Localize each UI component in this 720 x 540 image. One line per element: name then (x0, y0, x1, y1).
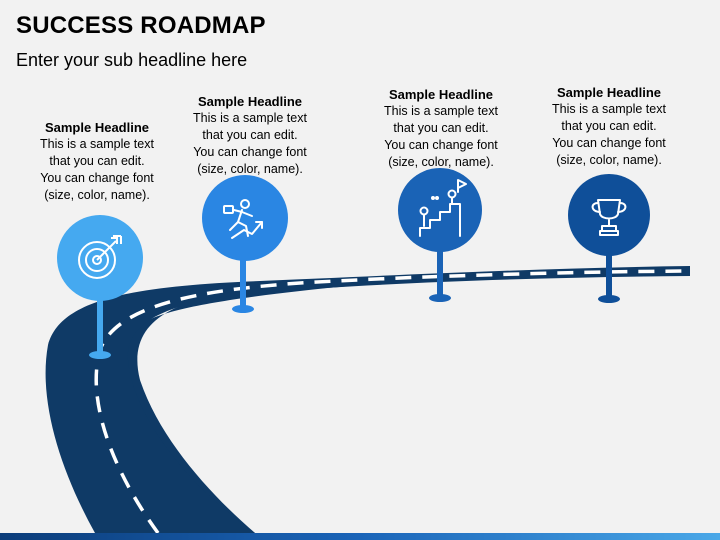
milestone-headline: Sample Headline (556, 85, 662, 100)
milestone-text-2: Sample Headline This is a sample text th… (175, 93, 325, 178)
milestone-headline: Sample Headline (388, 87, 494, 102)
milestone-headline: Sample Headline (197, 94, 303, 109)
milestone-text-3: Sample Headline This is a sample text th… (366, 86, 516, 171)
milestone-headline: Sample Headline (44, 120, 150, 135)
road-outer (45, 266, 691, 533)
page-subtitle: Enter your sub headline here (16, 50, 248, 70)
milestone-body: This is a sample text that you can edit.… (40, 137, 154, 202)
footer-gradient-bar (0, 533, 720, 540)
running-businessman-icon (223, 199, 263, 239)
milestone-text-4: Sample Headline This is a sample text th… (534, 84, 684, 169)
milestone-text-1: Sample Headline This is a sample text th… (22, 119, 172, 204)
milestone-pin-1 (57, 215, 143, 359)
climbing-stairs-icon (419, 179, 467, 237)
trophy-icon (591, 199, 627, 236)
milestone-body: This is a sample text that you can edit.… (193, 111, 307, 176)
page-title: SUCCESS ROADMAP (16, 12, 266, 39)
milestone-body: This is a sample text that you can edit.… (552, 102, 666, 167)
milestone-body: This is a sample text that you can edit.… (384, 104, 498, 169)
road-lane-line (94, 269, 689, 535)
milestone-pin-4 (568, 174, 650, 303)
milestone-pin-3 (398, 168, 482, 302)
milestone-pin-2 (202, 175, 288, 313)
target-icon (78, 235, 122, 279)
